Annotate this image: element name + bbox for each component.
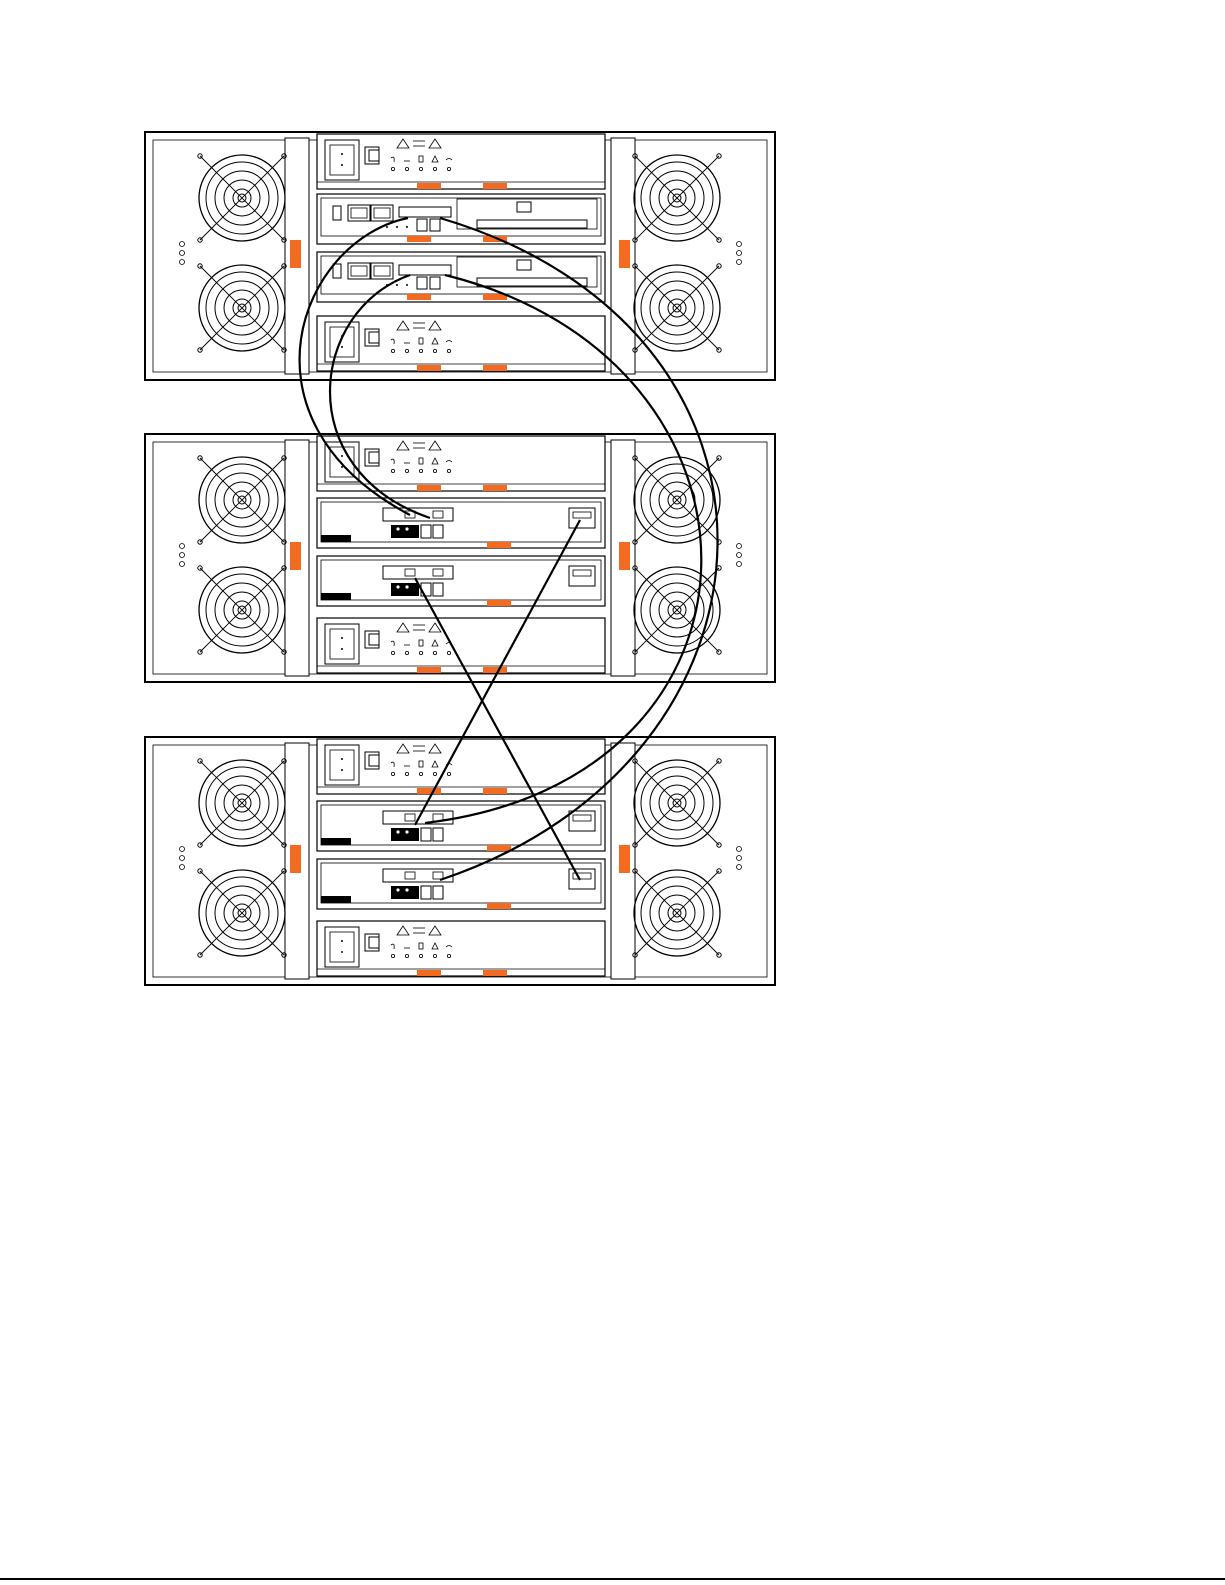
- power-supply-bottom: [317, 921, 605, 976]
- power-supply-top: [317, 134, 605, 189]
- esm-a: [317, 498, 605, 548]
- expansion-enclosure-2: [145, 737, 775, 985]
- esm-b: [317, 859, 605, 909]
- controller-a: [317, 194, 605, 244]
- esm-a: [317, 801, 605, 851]
- power-supply-top: [317, 739, 605, 794]
- page-bottom-rule: [0, 1578, 1225, 1580]
- esm-b: [317, 556, 605, 606]
- controller-b: [317, 252, 605, 302]
- expansion-enclosure-1: [145, 434, 775, 682]
- controller-enclosure: [145, 132, 775, 380]
- power-supply-bottom: [317, 618, 605, 673]
